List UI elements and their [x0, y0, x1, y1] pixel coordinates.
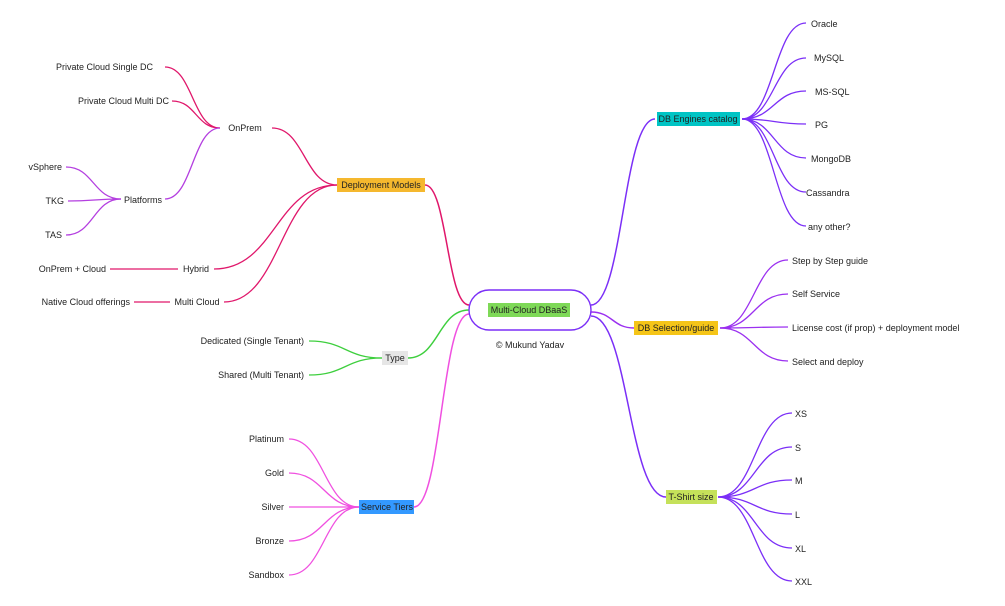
link-selection-3: [719, 327, 789, 362]
size-xxl[interactable]: XXL: [795, 577, 812, 587]
hybrid-onprem-cloud[interactable]: OnPrem + Cloud: [39, 264, 106, 274]
engine-any-other[interactable]: any other?: [808, 222, 851, 232]
link-onprem-platforms: [164, 127, 221, 200]
size-l[interactable]: L: [795, 510, 800, 520]
branch-type-label[interactable]: Type: [385, 353, 405, 363]
link-type-shared: [308, 357, 383, 376]
link-engine-1: [741, 57, 807, 120]
link-selection-1: [719, 293, 789, 329]
engine-mongodb[interactable]: MongoDB: [811, 154, 851, 164]
selection-select-deploy[interactable]: Select and deploy: [792, 357, 864, 367]
central-topic-highlight: [488, 303, 570, 317]
link-deploy-onprem: [271, 127, 338, 186]
link-engine-5: [741, 118, 807, 193]
branch-db-selection-highlight: [634, 321, 718, 335]
link-tier-1: [288, 472, 360, 508]
branch-service-tiers-highlight: [359, 500, 414, 514]
link-deploy-hybrid: [213, 184, 338, 270]
link-engine-0: [741, 22, 807, 120]
tier-sandbox[interactable]: Sandbox: [248, 570, 284, 580]
link-deploy-multicloud: [223, 184, 338, 303]
multicloud-native-offerings[interactable]: Native Cloud offerings: [42, 297, 131, 307]
branch-tshirt-label[interactable]: T-Shirt size: [668, 492, 713, 502]
engine-mssql[interactable]: MS-SQL: [815, 87, 850, 97]
link-tier-3: [288, 506, 360, 542]
engine-pg[interactable]: PG: [815, 120, 828, 130]
link-onprem-multi: [171, 100, 221, 129]
platform-tas[interactable]: TAS: [45, 230, 62, 240]
link-center-engines: [590, 118, 656, 306]
selection-license-cost[interactable]: License cost (if prop) + deployment mode…: [792, 323, 959, 333]
deploy-hybrid[interactable]: Hybrid: [183, 264, 209, 274]
link-platform-vsphere: [65, 166, 122, 200]
branch-db-engines-highlight: [657, 112, 740, 126]
tier-platinum[interactable]: Platinum: [249, 434, 284, 444]
size-xl[interactable]: XL: [795, 544, 806, 554]
engine-oracle[interactable]: Oracle: [811, 19, 838, 29]
branch-deployment-highlight: [337, 178, 425, 192]
platform-tkg[interactable]: TKG: [45, 196, 64, 206]
branch-service-tiers-label[interactable]: Service Tiers: [361, 502, 414, 512]
branch-db-engines-label[interactable]: DB Engines catalog: [658, 114, 737, 124]
link-engine-2: [741, 90, 807, 120]
type-dedicated[interactable]: Dedicated (Single Tenant): [201, 336, 304, 346]
deploy-onprem[interactable]: OnPrem: [228, 123, 262, 133]
copyright-label: © Mukund Yadav: [496, 340, 565, 350]
link-center-tshirt: [590, 315, 667, 498]
link-engine-4: [741, 118, 807, 159]
branch-type-highlight: [382, 351, 408, 365]
link-size-2: [717, 479, 793, 498]
branch-db-selection-label[interactable]: DB Selection/guide: [638, 323, 715, 333]
link-size-4: [717, 496, 793, 549]
tier-gold[interactable]: Gold: [265, 468, 284, 478]
selection-self-service[interactable]: Self Service: [792, 289, 840, 299]
branch-tshirt-highlight: [666, 490, 717, 504]
connector-lines: [65, 22, 807, 582]
link-tier-4: [288, 506, 360, 576]
link-onprem-single: [164, 66, 221, 129]
link-size-3: [717, 496, 793, 515]
link-size-1: [717, 446, 793, 498]
link-type-dedicated: [308, 340, 383, 359]
link-platform-tas: [65, 198, 122, 236]
link-selection-2: [719, 326, 789, 329]
deploy-multi-cloud[interactable]: Multi Cloud: [174, 297, 219, 307]
type-shared[interactable]: Shared (Multi Tenant): [218, 370, 304, 380]
onprem-private-multi-dc[interactable]: Private Cloud Multi DC: [78, 96, 170, 106]
link-size-5: [717, 496, 793, 582]
branch-deployment-label[interactable]: Deployment Models: [341, 180, 421, 190]
platform-vsphere[interactable]: vSphere: [28, 162, 62, 172]
size-xs[interactable]: XS: [795, 409, 807, 419]
onprem-private-single-dc[interactable]: Private Cloud Single DC: [56, 62, 154, 72]
link-engine-3: [741, 118, 807, 125]
link-center-deployment: [424, 184, 470, 306]
link-tier-0: [288, 438, 360, 508]
link-engine-6: [741, 118, 807, 227]
engine-mysql[interactable]: MySQL: [814, 53, 844, 63]
link-center-selection: [590, 311, 635, 329]
link-selection-0: [719, 259, 789, 329]
selection-step-guide[interactable]: Step by Step guide: [792, 256, 868, 266]
size-m[interactable]: M: [795, 476, 803, 486]
central-topic-label[interactable]: Multi-Cloud DBaaS: [491, 305, 568, 315]
tier-silver[interactable]: Silver: [261, 502, 284, 512]
size-s[interactable]: S: [795, 443, 801, 453]
onprem-platforms[interactable]: Platforms: [124, 195, 163, 205]
link-center-tiers: [413, 313, 470, 508]
tier-bronze[interactable]: Bronze: [255, 536, 284, 546]
engine-cassandra[interactable]: Cassandra: [806, 188, 850, 198]
link-size-0: [717, 412, 793, 498]
link-center-type: [407, 309, 470, 359]
